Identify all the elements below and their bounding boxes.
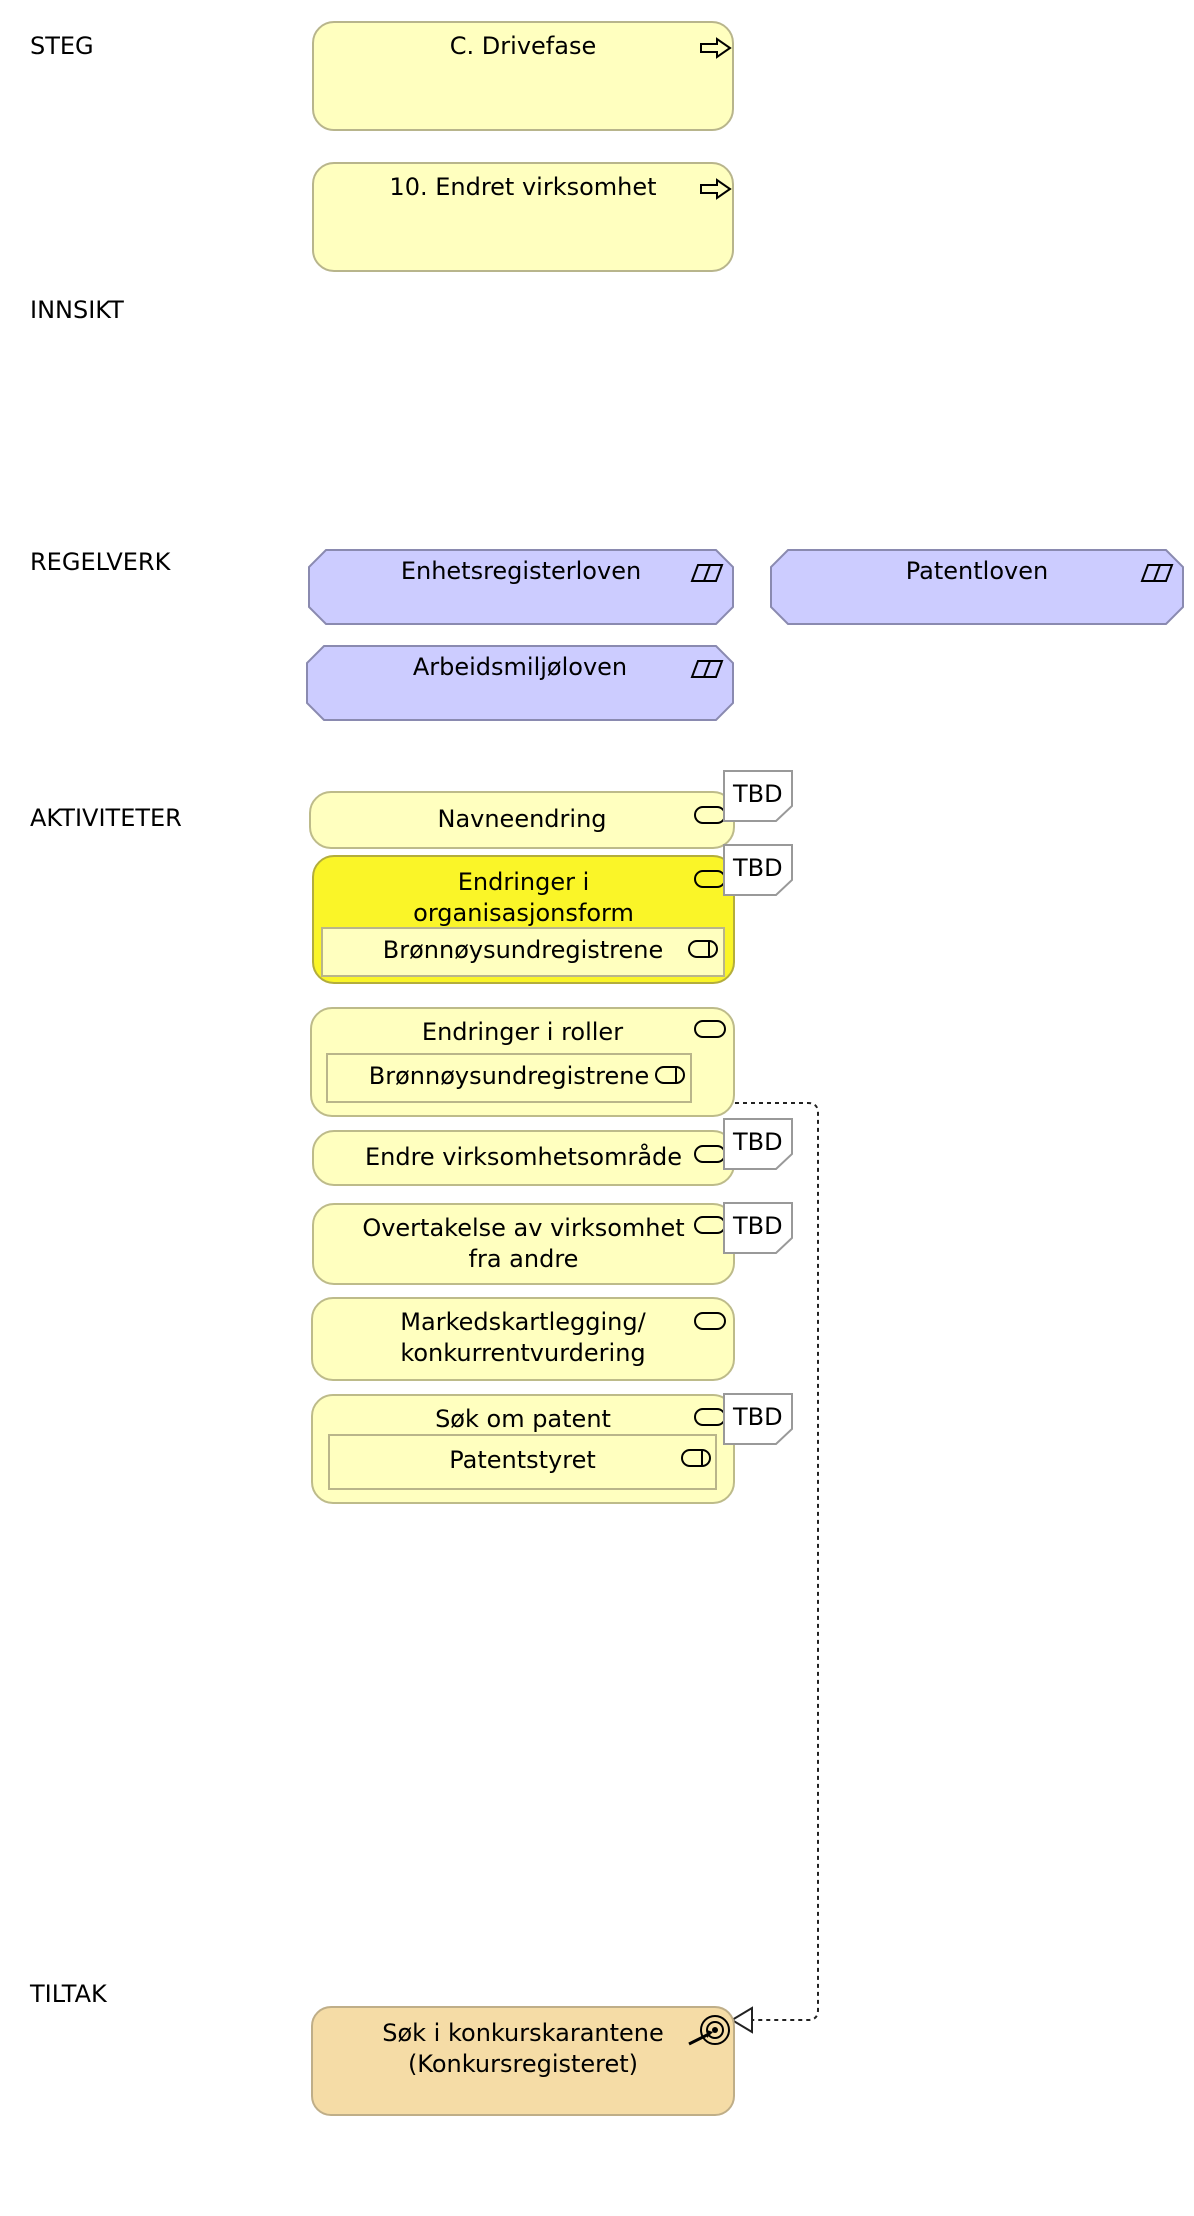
actor-label: Brønnøysundregistrene [382,936,664,964]
regulation-label: Patentloven [905,557,1049,585]
regulation-shape [308,549,734,625]
activity-label-line1: Overtakelse av virksomhet [362,1214,685,1242]
step-endret-virksomhet[interactable]: 10. Endret virksomhet [312,162,734,272]
regulation-arbeidsmiljoloven[interactable]: Arbeidsmiljøloven [306,645,734,721]
note-shape [723,770,793,822]
activity-label: Endre virksomhetsområde [364,1143,683,1171]
activity-label: Endringer i roller [421,1018,624,1046]
lane-label-aktiviteter: AKTIVITETER [30,804,182,832]
service-icon [694,1020,726,1038]
tbd-label: TBD [733,854,783,882]
activity-label: Søk om patent [435,1405,611,1433]
actor-patentstyret[interactable]: Patentstyret [328,1434,717,1490]
regulation-enhetsregisterloven[interactable]: Enhetsregisterloven [308,549,734,625]
activity-label-line1: Markedskartlegging/ [400,1308,646,1336]
regulation-label: Arbeidsmiljøloven [412,653,628,681]
activity-endringer-roller[interactable]: Endringer i roller Brønnøysundregistrene [310,1007,735,1117]
application-component-icon [655,1066,685,1084]
step-label: C. Drivefase [449,32,597,60]
tiltak-label-line2: (Konkursregisteret) [407,2050,639,2078]
note-shape [723,844,793,896]
activity-endringer-organisasjonsform[interactable]: Endringer i organisasjonsform Brønnøysun… [312,855,735,984]
lane-label-tiltak: TILTAK [30,1980,107,2008]
tiltak-label: Søk i konkurskarantene (Konkursregistere… [313,2018,733,2080]
activity-endre-virksomhetsomrade[interactable]: Endre virksomhetsområde [312,1130,735,1186]
service-icon [694,1312,726,1330]
step-label: 10. Endret virksomhet [389,173,657,201]
lane-label-steg: STEG [30,32,94,60]
lane-label-innsikt: INNSIKT [30,296,124,324]
activity-label-line2: konkurrentvurdering [400,1339,646,1367]
application-component-icon [681,1449,711,1467]
note-shape [723,1118,793,1170]
goal-target-icon [688,2015,730,2046]
activity-markedskartlegging[interactable]: Markedskartlegging/ konkurrentvurdering [311,1297,735,1381]
regulation-shape [770,549,1184,625]
activity-label: Overtakelse av virksomhet fra andre [314,1213,733,1275]
regulation-shape [306,645,734,721]
tbd-label: TBD [733,780,783,808]
activity-label-line2: fra andre [468,1245,579,1273]
actor-label: Patentstyret [449,1446,596,1474]
actor-bronnoysundregistrene[interactable]: Brønnøysundregistrene [326,1053,692,1103]
representation-icon [690,564,724,582]
tbd-label: TBD [733,1212,783,1240]
tbd-note: TBD [723,1202,793,1254]
representation-icon [1140,564,1174,582]
activity-label-line1: Endringer i [457,868,590,896]
regulation-label: Enhetsregisterloven [400,557,642,585]
activity-label: Navneendring [437,805,607,833]
tbd-note: TBD [723,770,793,822]
representation-icon [690,660,724,678]
tiltak-label-line1: Søk i konkurskarantene [382,2019,664,2047]
application-component-icon [688,940,718,958]
tbd-note: TBD [723,1118,793,1170]
note-shape [723,1202,793,1254]
tbd-label: TBD [733,1403,783,1431]
tbd-note: TBD [723,1393,793,1445]
process-arrow-icon [700,37,732,59]
step-drivefase[interactable]: C. Drivefase [312,21,734,131]
activity-sok-om-patent[interactable]: Søk om patent Patentstyret [311,1394,735,1504]
lane-label-regelverk: REGELVERK [30,548,171,576]
activity-label: Markedskartlegging/ konkurrentvurdering [313,1307,733,1369]
tbd-label: TBD [733,1128,783,1156]
activity-navneendring[interactable]: Navneendring [309,791,735,849]
actor-label: Brønnøysundregistrene [368,1062,650,1090]
activity-label: Endringer i organisasjonsform [314,867,733,929]
regulation-patentloven[interactable]: Patentloven [770,549,1184,625]
tbd-note: TBD [723,844,793,896]
tiltak-konkurskarantene[interactable]: Søk i konkurskarantene (Konkursregistere… [311,2006,735,2116]
activity-overtakelse[interactable]: Overtakelse av virksomhet fra andre [312,1203,735,1285]
process-arrow-icon [700,178,732,200]
actor-bronnoysundregistrene[interactable]: Brønnøysundregistrene [321,927,725,977]
note-shape [723,1393,793,1445]
activity-label-line2: organisasjonsform [413,899,634,927]
